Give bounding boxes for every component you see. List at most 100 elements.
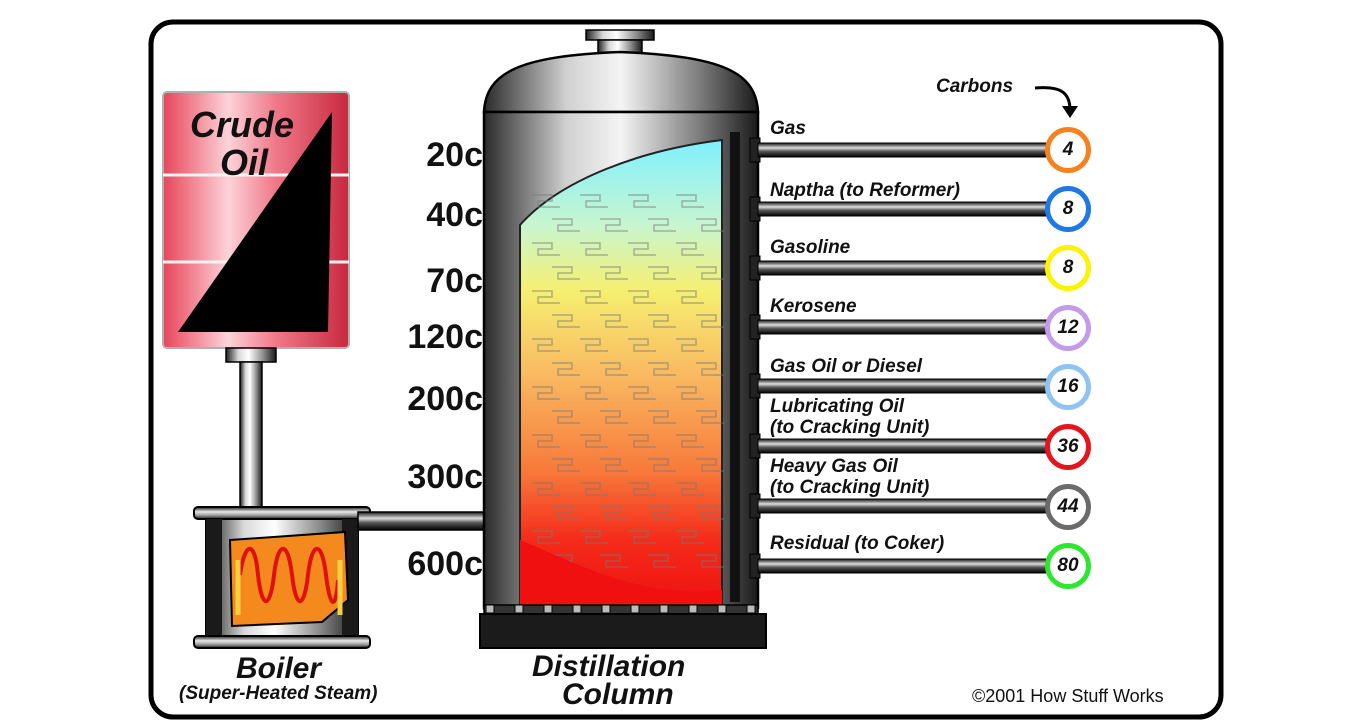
barrel-label-line2: Oil bbox=[220, 142, 269, 183]
tray bbox=[552, 266, 580, 280]
tray bbox=[648, 554, 676, 568]
tray bbox=[580, 242, 608, 256]
column-title-line1: Distillation bbox=[532, 650, 686, 683]
temperature-label: 120c bbox=[407, 318, 483, 356]
tray bbox=[580, 482, 608, 496]
tray bbox=[628, 482, 656, 496]
tray bbox=[628, 338, 656, 352]
bolt bbox=[572, 604, 582, 614]
tray bbox=[648, 218, 676, 232]
tray bbox=[580, 290, 608, 304]
tray bbox=[696, 554, 724, 568]
barrel-outlet bbox=[225, 347, 277, 363]
fraction-label: Gas bbox=[770, 118, 806, 139]
bolt bbox=[746, 604, 756, 614]
tray bbox=[676, 530, 704, 544]
distillation-column bbox=[479, 29, 767, 649]
tray bbox=[580, 194, 608, 208]
bolt bbox=[630, 604, 640, 614]
fraction-pipe bbox=[757, 558, 1047, 574]
tray bbox=[552, 410, 580, 424]
tray bbox=[628, 290, 656, 304]
bolt bbox=[717, 604, 727, 614]
fraction-label: Heavy Gas Oil(to Cracking Unit) bbox=[770, 456, 930, 498]
fraction-pipe bbox=[757, 438, 1047, 454]
fraction-label: Residual (to Coker) bbox=[770, 533, 945, 554]
tray bbox=[696, 458, 724, 472]
tray bbox=[600, 458, 628, 472]
tray bbox=[676, 434, 704, 448]
tray bbox=[696, 266, 724, 280]
bolt bbox=[601, 604, 611, 614]
tray bbox=[580, 530, 608, 544]
tray bbox=[600, 218, 628, 232]
column-trays bbox=[532, 194, 724, 568]
tray bbox=[532, 434, 560, 448]
tray bbox=[532, 482, 560, 496]
tray bbox=[628, 434, 656, 448]
tray bbox=[628, 194, 656, 208]
tray bbox=[532, 386, 560, 400]
tray bbox=[580, 434, 608, 448]
bolt bbox=[543, 604, 553, 614]
tray bbox=[600, 506, 628, 520]
tray bbox=[696, 506, 724, 520]
carbon-count-badge: 8 bbox=[1045, 245, 1091, 291]
tray bbox=[580, 338, 608, 352]
tray bbox=[552, 314, 580, 328]
tray bbox=[532, 194, 560, 208]
boiler-title: Boiler bbox=[236, 652, 322, 685]
fraction-pipe bbox=[757, 498, 1047, 514]
fraction-pipe bbox=[757, 260, 1047, 276]
bolt bbox=[659, 604, 669, 614]
feed-pipe bbox=[239, 361, 263, 513]
tray bbox=[696, 218, 724, 232]
tray bbox=[648, 314, 676, 328]
tray bbox=[676, 338, 704, 352]
crude-oil-barrel bbox=[162, 91, 350, 349]
tray bbox=[552, 218, 580, 232]
fraction-pipe bbox=[757, 201, 1047, 217]
tray bbox=[648, 362, 676, 376]
tray bbox=[628, 530, 656, 544]
tray bbox=[600, 362, 628, 376]
tray bbox=[696, 362, 724, 376]
fraction-pipes bbox=[749, 137, 1047, 579]
tray bbox=[532, 338, 560, 352]
tray bbox=[676, 242, 704, 256]
temperature-label: 300c bbox=[407, 458, 483, 496]
fraction-label: Kerosene bbox=[770, 296, 857, 317]
tray bbox=[648, 410, 676, 424]
tray bbox=[628, 386, 656, 400]
tray bbox=[552, 506, 580, 520]
carbon-count-badge: 8 bbox=[1045, 186, 1091, 232]
tray bbox=[600, 554, 628, 568]
tray bbox=[628, 242, 656, 256]
tray bbox=[600, 314, 628, 328]
temperature-label: 70c bbox=[426, 262, 483, 300]
fraction-pipe bbox=[757, 319, 1047, 335]
tray bbox=[532, 530, 560, 544]
tray bbox=[696, 314, 724, 328]
tray bbox=[532, 290, 560, 304]
tray bbox=[676, 194, 704, 208]
carbon-count-badge: 80 bbox=[1045, 543, 1091, 589]
carbon-count-badge: 16 bbox=[1045, 364, 1091, 410]
fraction-label: Naptha (to Reformer) bbox=[770, 180, 961, 201]
carbon-count-badge: 36 bbox=[1045, 424, 1091, 470]
fraction-pipe bbox=[757, 378, 1047, 394]
temperature-label: 40c bbox=[426, 196, 483, 234]
carbons-header: Carbons bbox=[936, 76, 1014, 97]
temperature-label: 20c bbox=[426, 136, 483, 174]
bolt bbox=[688, 604, 698, 614]
fraction-label: Lubricating Oil(to Cracking Unit) bbox=[770, 396, 930, 438]
tray bbox=[676, 386, 704, 400]
tray bbox=[532, 242, 560, 256]
tray bbox=[676, 290, 704, 304]
bolt bbox=[514, 604, 524, 614]
carbon-count-badge: 4 bbox=[1045, 127, 1091, 173]
boiler-subtitle: (Super-Heated Steam) bbox=[179, 683, 378, 704]
tray bbox=[648, 458, 676, 472]
